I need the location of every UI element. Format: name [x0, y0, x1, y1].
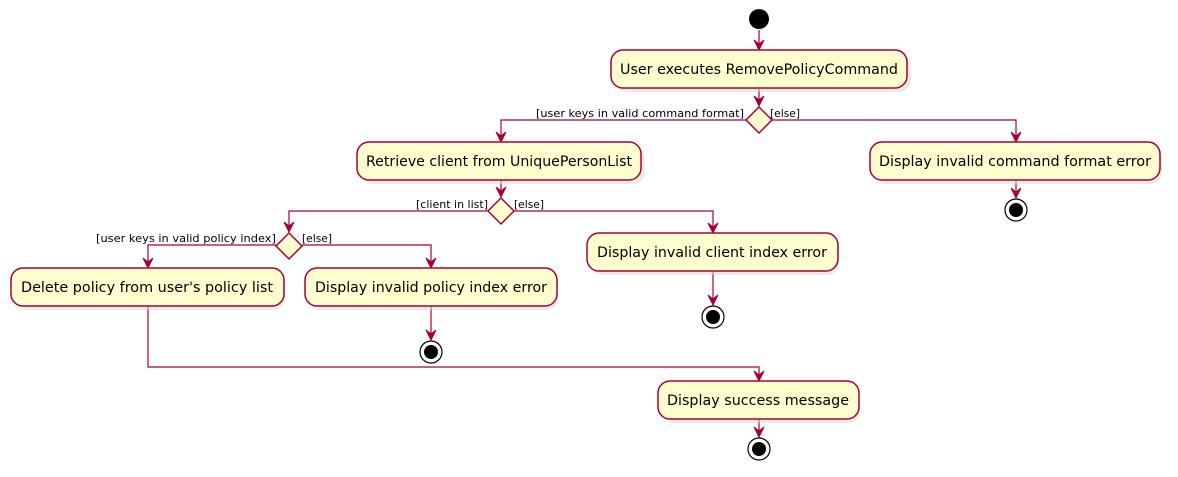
end-node-format-error [1004, 198, 1028, 222]
flow-decision2-to-client-error [514, 210, 714, 233]
arrow-head [753, 426, 765, 439]
arrow-head [753, 39, 765, 52]
action-delete-policy: Delete policy from user's policy list [10, 267, 285, 310]
decision-policy-index [274, 231, 304, 261]
end-node-client-error [701, 305, 725, 329]
arrow-head [425, 329, 437, 342]
arrow-head [707, 294, 719, 307]
action-invalid-policy-error-label: Display invalid policy index error [315, 280, 547, 296]
guard-valid-policy-index: [user keys in valid policy index] [96, 232, 276, 245]
end-node-policy-error [419, 340, 443, 364]
end-node-success [747, 437, 771, 461]
action-delete-policy-label: Delete policy from user's policy list [21, 280, 274, 296]
arrow-head [283, 221, 295, 234]
action-success-message-label: Display success message [667, 393, 849, 409]
action-invalid-client-error-label: Display invalid client index error [597, 245, 827, 261]
action-execute-command-label: User executes RemovePolicyCommand [620, 62, 898, 78]
action-retrieve-client: Retrieve client from UniquePersonList [356, 141, 645, 184]
arrow-head [495, 186, 507, 199]
arrow-head [1010, 131, 1022, 144]
arrow-head [495, 131, 507, 144]
guard-policy-else: [else] [302, 232, 332, 245]
flow-decision2-to-decision3 [288, 210, 488, 232]
guard-valid-format: [user keys in valid command format] [536, 107, 744, 120]
arrow-head [425, 257, 437, 270]
guard-client-else: [else] [514, 198, 544, 211]
flow-decision3-to-policy-error [302, 244, 432, 268]
action-invalid-policy-error: Display invalid policy index error [304, 267, 558, 310]
action-execute-command: User executes RemovePolicyCommand [610, 49, 911, 92]
guard-format-else: [else] [770, 107, 800, 120]
arrow-head [753, 95, 765, 108]
decision-client-in-list [486, 196, 516, 226]
arrow-heads [142, 39, 1022, 439]
start-node [749, 9, 769, 29]
arrow-head [753, 370, 765, 383]
arrow-head [142, 257, 154, 270]
guard-client-in-list: [client in list] [416, 198, 488, 211]
action-retrieve-client-label: Retrieve client from UniquePersonList [366, 154, 633, 170]
action-invalid-format-error-label: Display invalid command format error [879, 154, 1151, 170]
action-invalid-format-error: Display invalid command format error [869, 141, 1162, 184]
arrow-head [1010, 187, 1022, 200]
flow-decision1-to-format-error [772, 119, 1017, 142]
arrow-head [707, 222, 719, 235]
flow-delete-to-success [147, 306, 760, 381]
flow-decision3-to-delete [147, 244, 276, 268]
decision-command-format [744, 105, 774, 135]
action-success-message: Display success message [657, 380, 860, 423]
action-invalid-client-error: Display invalid client index error [586, 232, 839, 275]
flow-decision1-to-retrieve [500, 119, 746, 142]
